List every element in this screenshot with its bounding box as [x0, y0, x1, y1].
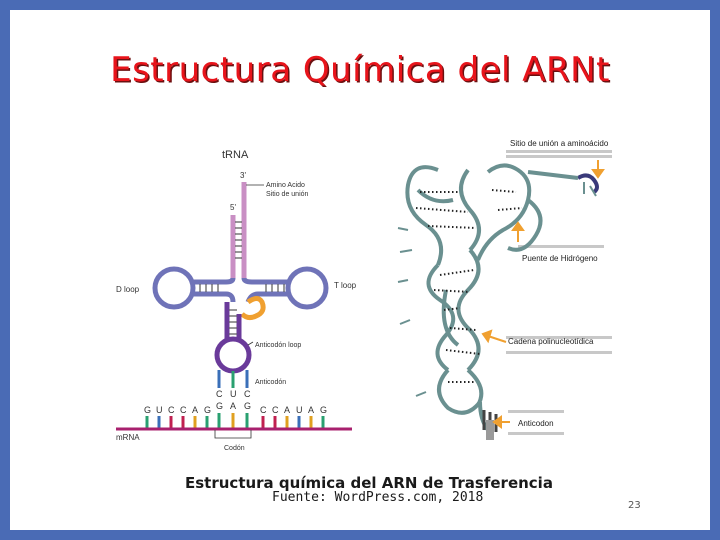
variable-loop	[240, 296, 266, 321]
codon-base: A	[230, 401, 236, 411]
trna-title: tRNA	[222, 149, 249, 161]
mrna-base: G	[144, 405, 151, 415]
three-prime-label: 3'	[240, 171, 246, 180]
polynucleotide-bar	[506, 351, 612, 354]
amino-acid-label: Amino Acido	[266, 182, 305, 189]
binding-site-label: Sitio de unión a aminoácido	[510, 139, 609, 148]
anticodon-label: Anticodón	[255, 379, 286, 386]
codon-label: Codón	[224, 445, 245, 452]
t-arm-bonds	[265, 284, 285, 292]
trna-3d-ribbon-diagram: Sitio de unión a aminoácido Puente de Hi…	[397, 139, 612, 440]
d-loop	[152, 266, 196, 310]
codon-base: G	[216, 401, 223, 411]
polynucleotide-bar	[506, 336, 612, 339]
mrna-base: C	[168, 405, 175, 415]
anticodon-base-sticks	[217, 370, 249, 388]
mrna-base: A	[284, 405, 290, 415]
five-prime-label: 5'	[230, 203, 236, 212]
d-loop-label: D loop	[116, 285, 140, 294]
polynucleotide-label: Cadena polinucleotídica	[508, 337, 594, 346]
trna-figure: tRNA 3' 5' Amino Acido Sitio de unión D …	[116, 139, 612, 452]
d-arm-bonds	[199, 284, 219, 292]
mrna-base: G	[204, 405, 211, 415]
hydrogen-bond-dots	[415, 189, 523, 383]
ribbon-base-ticks	[397, 182, 597, 397]
binding-site-bar	[506, 155, 612, 158]
mrna-base: C	[260, 405, 267, 415]
mrna-base: G	[320, 405, 327, 415]
mrna-base: C	[272, 405, 279, 415]
slide	[10, 10, 710, 530]
anticodon-arm-bonds	[229, 309, 237, 335]
mrna-base-sticks	[145, 413, 325, 428]
anticodon-bar	[508, 432, 564, 435]
mrna-base: U	[296, 405, 303, 415]
anticodon-bar	[508, 410, 564, 413]
mrna-base: C	[180, 405, 187, 415]
figure-source: Fuente: WordPress.com, 2018	[272, 490, 484, 505]
anticodon-loop-pointer	[247, 341, 254, 346]
hydrogen-bridge-label: Puente de Hidrógeno	[522, 254, 598, 263]
anticodon-3d-label: Anticodon	[518, 419, 554, 428]
ribbon-strands	[405, 163, 543, 432]
mrna-base: A	[308, 405, 314, 415]
t-loop-label: T loop	[334, 281, 357, 290]
ribbon-connector	[527, 170, 579, 180]
binding-site-label: Sitio de unión	[266, 191, 309, 198]
figure-caption: Estructura química del ARN de Trasferenc…	[185, 474, 553, 492]
pointer-arrows	[481, 160, 605, 429]
anticodon-loop-label: Anticodón loop	[255, 342, 301, 349]
mrna-label: mRNA	[116, 433, 140, 442]
slide-title: Estructura Química del ARNt	[110, 50, 610, 90]
anticodon-base: C	[244, 389, 251, 399]
d-arm	[194, 277, 236, 303]
codon-base: G	[244, 401, 251, 411]
ribbon-dark-segment	[576, 173, 599, 194]
anticodon-loop	[214, 336, 252, 374]
mrna-base: A	[192, 405, 198, 415]
anticodon-base: C	[216, 389, 223, 399]
page-number: 23	[628, 500, 641, 511]
anticodon-3d-block	[486, 420, 494, 440]
trna-cloverleaf-diagram: tRNA 3' 5' Amino Acido Sitio de unión D …	[116, 149, 357, 452]
hydrogen-bridge-bar	[518, 245, 604, 248]
mrna-base: U	[156, 405, 163, 415]
acceptor-stem-bonds	[235, 221, 242, 259]
anticodon-base: U	[230, 389, 237, 399]
binding-site-bar	[506, 150, 612, 153]
t-loop	[285, 266, 329, 310]
codon-bracket	[214, 430, 252, 439]
